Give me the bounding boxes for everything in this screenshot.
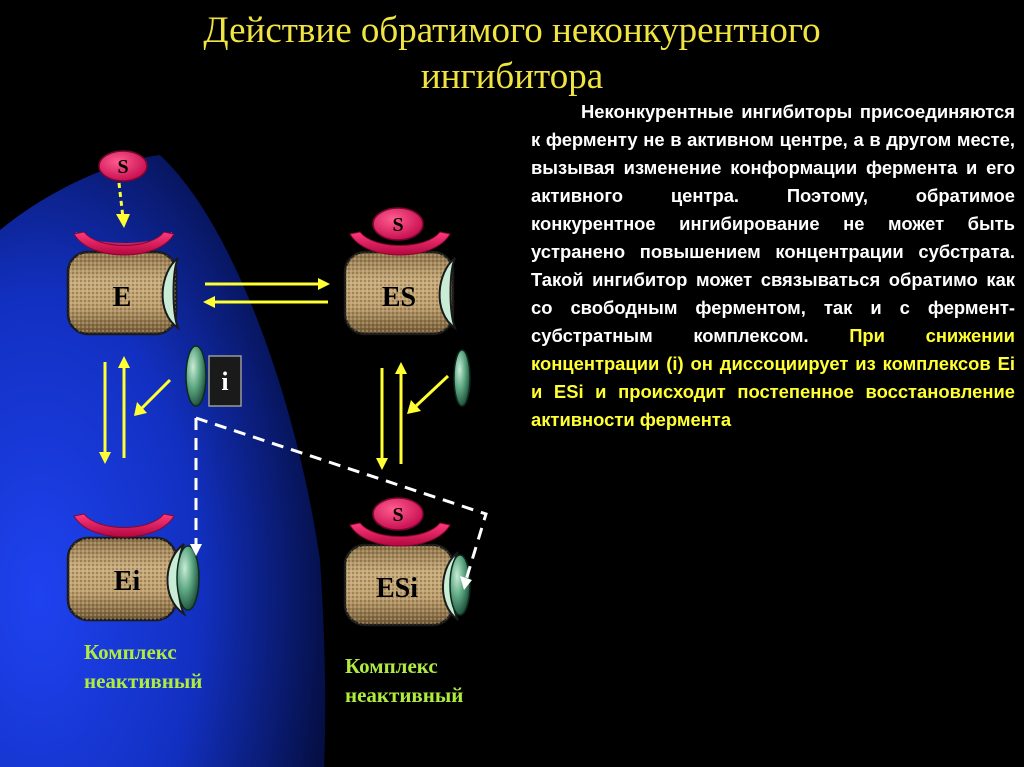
- inhibitor-bound-esi: [449, 554, 471, 616]
- substrate-label: S: [117, 156, 128, 178]
- title-line-1: Действие обратимого неконкурентного: [203, 10, 821, 51]
- substrate-binding-arrow: [117, 182, 125, 219]
- inhibitor-binding-arrows: [134, 374, 450, 416]
- enzyme-es-label: ES: [382, 282, 416, 313]
- enzyme-esi-label: ESi: [376, 573, 418, 604]
- substrate-free: S: [98, 150, 148, 182]
- enzyme-ei: Ei: [66, 513, 200, 622]
- caption-ei: Комплекс неактивный: [84, 638, 202, 696]
- substrate-label-esi: S: [392, 504, 403, 526]
- description-highlight: При снижении концентрации (i) он диссоци…: [531, 325, 1015, 430]
- equilibrium-arrows-es-esi: [376, 362, 407, 470]
- enzyme-e-label: E: [113, 282, 132, 313]
- description-text: Неконкурентные ингибиторы присоединяются…: [531, 98, 1015, 434]
- inhibitor-label: i: [221, 367, 228, 396]
- inhibitor-free-es: [453, 349, 471, 407]
- enzyme-e: E: [66, 231, 181, 336]
- enzyme-ei-label: Ei: [114, 566, 141, 597]
- page-title: Действие обратимого неконкурентного инги…: [0, 8, 1024, 100]
- enzyme-esi: S ESi: [343, 497, 471, 627]
- inhibitor-pathway-dashed-arrows: [194, 416, 488, 581]
- caption-esi: Комплекс неактивный: [345, 652, 463, 710]
- equilibrium-arrows-e-ei: [99, 356, 130, 464]
- caption-ei-line-2: неактивный: [84, 669, 203, 693]
- inhibitor-bound-ei: [176, 545, 200, 611]
- inhibitor-free: i: [185, 345, 242, 407]
- title-line-2: ингибитора: [420, 56, 604, 97]
- equilibrium-arrows-e-es: [203, 278, 330, 308]
- caption-esi-line-1: Комплекс: [345, 654, 438, 678]
- description-main: Неконкурентные ингибиторы присоединяются…: [531, 101, 1015, 346]
- caption-esi-line-2: неактивный: [345, 683, 464, 707]
- substrate-label-es: S: [392, 214, 403, 236]
- caption-ei-line-1: Комплекс: [84, 640, 177, 664]
- enzyme-es: S ES: [343, 207, 458, 336]
